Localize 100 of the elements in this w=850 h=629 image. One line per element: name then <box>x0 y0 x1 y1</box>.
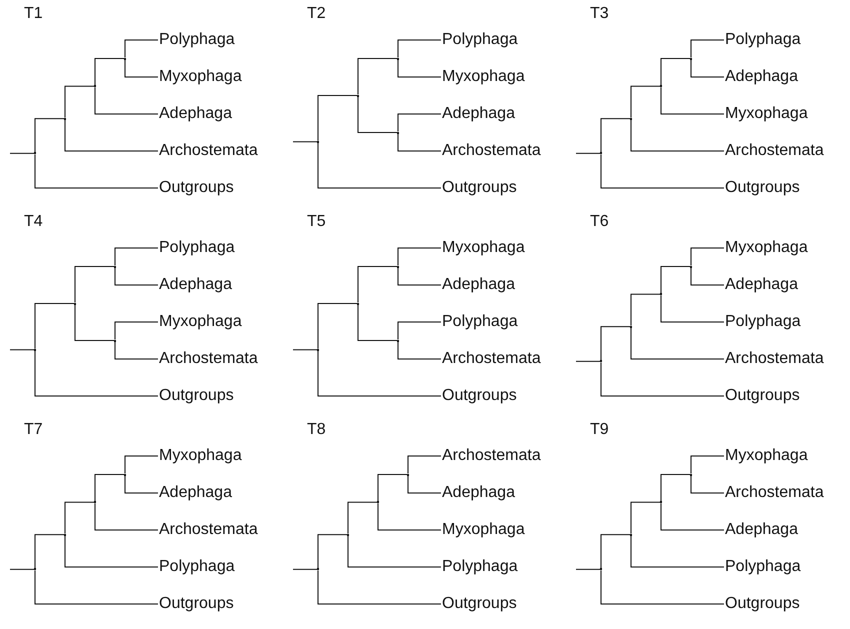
taxon-label: Archostemata <box>724 141 825 161</box>
taxon-label: Adephaga <box>158 104 233 124</box>
branch-line <box>600 534 630 569</box>
taxon-label: Outgroups <box>441 178 518 198</box>
branch-line <box>74 304 114 341</box>
branch-line <box>630 86 660 118</box>
taxon-label: Outgroups <box>724 386 801 406</box>
tree-label: T3 <box>590 4 609 24</box>
taxon-label: Archostemata <box>724 483 825 503</box>
branch-line <box>124 475 158 494</box>
branch-line <box>114 341 158 360</box>
taxon-label: Polyphaga <box>724 312 802 332</box>
taxon-label: Adephaga <box>441 275 516 295</box>
branch-line <box>358 96 398 133</box>
taxon-label: Polyphaga <box>158 557 236 577</box>
taxon-label: Adephaga <box>724 275 799 295</box>
branch-line <box>318 534 348 569</box>
branch-line <box>660 294 724 322</box>
branch-line <box>10 152 34 154</box>
taxon-label: Adephaga <box>158 275 233 295</box>
branch-line <box>10 568 34 570</box>
branch-line <box>378 474 408 502</box>
branch-line <box>690 40 724 58</box>
branch-line <box>64 86 94 118</box>
taxon-label: Archostemata <box>441 141 542 161</box>
branch-line <box>600 154 724 188</box>
branch-line <box>318 570 442 604</box>
branch-line <box>94 474 124 502</box>
branch-line <box>34 570 158 604</box>
taxon-label: Myxophaga <box>158 67 243 87</box>
branch-line <box>600 326 630 361</box>
taxon-label: Outgroups <box>158 386 235 406</box>
branch-line <box>398 40 442 58</box>
taxon-label: Myxophaga <box>158 312 243 332</box>
branch-line <box>690 456 724 474</box>
branch-line <box>74 266 114 303</box>
taxon-label: Polyphaga <box>724 30 802 50</box>
taxon-label: Outgroups <box>724 594 801 614</box>
branch-line <box>660 86 724 114</box>
branch-line <box>576 568 600 570</box>
branch-line <box>690 267 724 286</box>
taxon-label: Outgroups <box>441 594 518 614</box>
branch-line <box>660 474 690 502</box>
tree-label: T6 <box>590 212 609 232</box>
branch-line <box>690 475 724 494</box>
branch-line <box>318 350 442 396</box>
branch-line <box>630 502 660 534</box>
taxon-label: Archostemata <box>158 520 259 540</box>
branch-line <box>34 303 74 350</box>
branch-line <box>34 154 158 188</box>
branch-line <box>114 322 158 340</box>
branch-line <box>124 40 158 58</box>
branch-line <box>408 475 442 494</box>
taxon-label: Outgroups <box>158 594 235 614</box>
taxon-label: Polyphaga <box>441 557 519 577</box>
tree-label: T5 <box>307 212 326 232</box>
branch-line <box>64 502 94 534</box>
taxon-label: Adephaga <box>724 520 799 540</box>
branch-line <box>114 267 158 286</box>
taxon-label: Polyphaga <box>441 312 519 332</box>
taxon-label: Myxophaga <box>441 238 526 258</box>
branch-line <box>64 535 158 568</box>
branch-line <box>600 570 724 604</box>
branch-line <box>34 534 64 569</box>
branch-line <box>358 304 398 341</box>
branch-line <box>660 502 724 530</box>
taxon-label: Adephaga <box>724 67 799 87</box>
tree-label: T1 <box>24 4 43 24</box>
taxon-label: Polyphaga <box>158 238 236 258</box>
branch-line <box>94 502 158 530</box>
branch-line <box>318 142 442 188</box>
taxon-label: Myxophaga <box>724 446 809 466</box>
branch-line <box>600 362 724 396</box>
branch-line <box>358 58 398 95</box>
branch-line <box>348 502 378 534</box>
taxon-label: Archostemata <box>441 446 542 466</box>
branch-line <box>398 267 442 286</box>
branch-line <box>660 266 690 294</box>
branch-line <box>94 58 124 86</box>
branch-line <box>398 248 442 266</box>
branch-line <box>318 303 358 350</box>
branch-line <box>34 118 64 153</box>
branch-line <box>292 349 318 350</box>
tree-label: T4 <box>24 212 43 232</box>
taxon-label: Myxophaga <box>158 446 243 466</box>
branch-line <box>398 133 442 152</box>
branch-line <box>378 502 442 530</box>
branch-line <box>358 266 398 303</box>
taxon-label: Outgroups <box>441 386 518 406</box>
taxon-label: Archostemata <box>441 349 542 369</box>
taxon-label: Archostemata <box>158 349 259 369</box>
branch-line <box>292 568 318 570</box>
branch-line <box>630 535 724 568</box>
branch-line <box>398 341 442 360</box>
taxon-label: Polyphaga <box>158 30 236 50</box>
taxon-label: Adephaga <box>158 483 233 503</box>
branch-line <box>630 327 724 360</box>
branch-line <box>94 86 158 114</box>
taxon-label: Myxophaga <box>724 104 809 124</box>
branch-line <box>576 360 600 362</box>
